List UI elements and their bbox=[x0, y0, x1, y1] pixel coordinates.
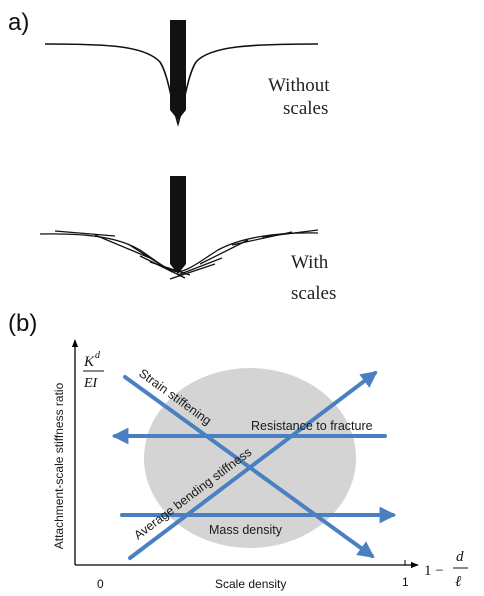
trend-arrows bbox=[111, 370, 397, 560]
membrane-without-scales bbox=[44, 43, 319, 127]
with-scales-line1: With bbox=[291, 252, 329, 273]
mass-density-label: Mass density bbox=[209, 523, 283, 537]
design-region-ellipse bbox=[144, 368, 356, 548]
x-symbol-d: d bbox=[456, 549, 464, 565]
y-symbol-K: K bbox=[83, 354, 95, 370]
y-symbol-d: d bbox=[95, 350, 101, 361]
average-bending-stiffness-arrow bbox=[128, 370, 378, 560]
x-symbol-l: ℓ bbox=[455, 574, 461, 590]
panel-a-label: a) bbox=[8, 9, 29, 36]
x-tick-1: 1 bbox=[402, 575, 409, 589]
x-symbol-prefix: 1 − bbox=[424, 563, 444, 579]
panel-b-label: (b) bbox=[8, 310, 37, 337]
panel-b: (b) Attachment-scale stiffness ratio K d… bbox=[8, 310, 468, 591]
indenter-bottom bbox=[170, 176, 186, 274]
x-axis-symbol: 1 − d ℓ bbox=[424, 549, 468, 590]
indenter-top bbox=[170, 20, 186, 120]
without-scales-line2: scales bbox=[283, 98, 328, 119]
without-scales-line1: Without bbox=[268, 75, 330, 96]
x-axis-title: Scale density bbox=[215, 577, 286, 591]
y-axis-symbol: K d EI bbox=[83, 350, 104, 391]
x-tick-0: 0 bbox=[97, 577, 104, 591]
resistance-to-fracture-label: Resistance to fracture bbox=[251, 419, 373, 433]
with-scales-line2: scales bbox=[291, 283, 336, 304]
y-axis-title: Attachment-scale stiffness ratio bbox=[52, 382, 66, 549]
y-symbol-EI: EI bbox=[83, 376, 99, 391]
panel-a: a) Without scales With scales bbox=[8, 9, 336, 304]
membrane-with-scales bbox=[39, 229, 319, 280]
